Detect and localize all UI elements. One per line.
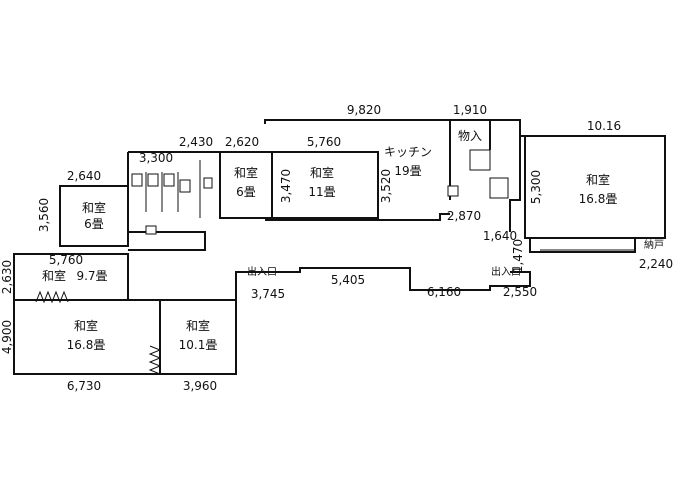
room-washitsu-6a-name: 和室 xyxy=(82,200,106,215)
dim-2240: 2,240 xyxy=(639,257,673,271)
room-washitsu-168-right-name: 和室 xyxy=(586,172,610,187)
dim-3560: 3,560 xyxy=(37,198,51,232)
dim-1640: 1,640 xyxy=(483,229,517,243)
wash-basins xyxy=(131,173,213,235)
room-washitsu-11-size: 11畳 xyxy=(308,185,335,199)
dim-3300: 3,300 xyxy=(139,151,173,165)
room-washitsu-11-name: 和室 xyxy=(310,165,334,180)
dim-1910: 1,910 xyxy=(453,103,487,117)
dim-3520: 3,520 xyxy=(379,169,393,203)
dim-9820: 9,820 xyxy=(347,103,381,117)
dim-2430: 2,430 xyxy=(179,135,213,149)
dim-4900: 4,900 xyxy=(0,320,14,354)
dim-2550: 2,550 xyxy=(503,285,537,299)
dim-5760-top: 5,760 xyxy=(307,135,341,149)
room-washitsu-6a-size: 6畳 xyxy=(84,217,104,231)
zigzag-upper xyxy=(35,290,69,304)
dimension-labels: 9,820 1,910 10.16 2,430 2,620 5,760 3,30… xyxy=(0,103,673,393)
dim-2870: 2,870 xyxy=(447,209,481,223)
room-washitsu-101-name: 和室 xyxy=(186,318,210,333)
entrance-left: 出入口 xyxy=(247,265,277,278)
lower-walls xyxy=(13,254,531,375)
dim-1470: 1,470 xyxy=(511,239,525,273)
zigzag-lower xyxy=(148,345,162,375)
dim-5405: 5,405 xyxy=(331,273,365,287)
dim-2640: 2,640 xyxy=(67,169,101,183)
dim-5760-left: 5,760 xyxy=(49,253,83,267)
room-labels: 和室 6畳 和室 6畳 和室 11畳 キッチン 19畳 物入 和室 16.8畳 … xyxy=(42,129,664,352)
dim-3745: 3,745 xyxy=(251,287,285,301)
room-washitsu-97-size: 9.7畳 xyxy=(76,269,107,283)
dim-6730: 6,730 xyxy=(67,379,101,393)
dim-6160: 6,160 xyxy=(427,285,461,299)
entrance-right: 出入口 xyxy=(491,265,521,278)
room-nando: 納戸 xyxy=(644,238,664,251)
room-washitsu-101-size: 10.1畳 xyxy=(179,338,218,352)
walls xyxy=(13,119,666,301)
dim-3960: 3,960 xyxy=(183,379,217,393)
room-washitsu-168-right-size: 16.8畳 xyxy=(579,192,618,206)
room-washitsu-6b-name: 和室 xyxy=(234,165,258,180)
room-storage: 物入 xyxy=(458,129,482,143)
room-kitchen-size: 19畳 xyxy=(394,164,421,178)
dim-1016: 10.16 xyxy=(587,119,621,133)
room-washitsu-97-name: 和室 xyxy=(42,268,66,283)
dim-2620: 2,620 xyxy=(225,135,259,149)
room-washitsu-168-left-name: 和室 xyxy=(74,318,98,333)
room-washitsu-6b-size: 6畳 xyxy=(236,185,256,199)
room-kitchen-name: キッチン xyxy=(384,145,432,159)
dim-5300: 5,300 xyxy=(529,170,543,204)
dim-3470: 3,470 xyxy=(279,169,293,203)
dim-2630: 2,630 xyxy=(0,260,14,294)
room-washitsu-168-left-size: 16.8畳 xyxy=(67,338,106,352)
